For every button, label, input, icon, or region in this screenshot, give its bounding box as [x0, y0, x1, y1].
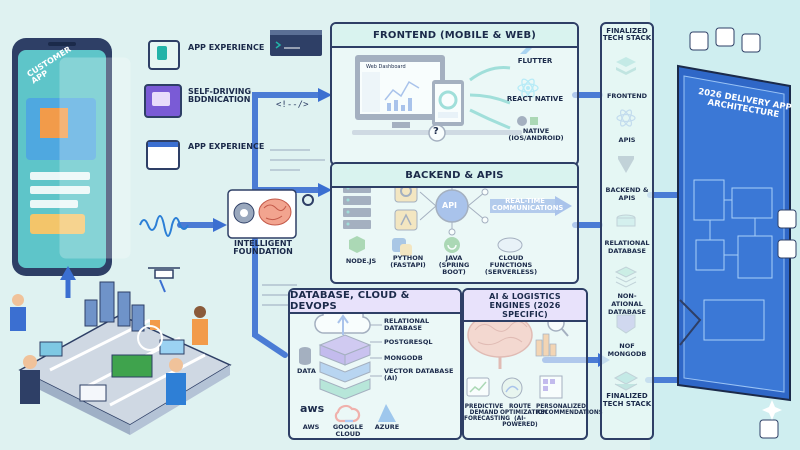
- stack-item: BACKEND & APIS: [605, 186, 649, 202]
- stack-item: NOF MONGODB: [607, 342, 647, 358]
- city-illustration: [18, 267, 232, 435]
- cloud-label: GOOGLE CLOUD: [332, 423, 364, 438]
- ai-engine-label: PREDICTIVE DEMAND FORECASTING: [464, 404, 510, 423]
- help-icon: ?: [433, 126, 439, 137]
- ai-engine-label: PERSONALIZED RECOMMENDATIONS: [536, 404, 603, 417]
- ai-engine-label: ROUTE OPTIMIZATION (AI-POWERED): [500, 404, 548, 429]
- tech-stack-panel: FINALIZED TECH STACK FRONTEND APIS BACKE…: [600, 22, 654, 440]
- stack-item: APIS: [618, 136, 636, 144]
- stack-title: FINALIZED TECH STACK: [602, 27, 652, 43]
- panel-title: DATABASE, CLOUD & DEVOPS: [290, 290, 460, 314]
- backend-tech-label: NODE.JS: [345, 257, 377, 265]
- screen-title: Web Dashboard: [366, 64, 406, 70]
- framework-label: FLUTTER: [517, 57, 553, 65]
- backend-tech-label: PYTHON (FASTAPI): [390, 254, 426, 269]
- gear-icon-small: [302, 194, 314, 206]
- arrow-to-database: [252, 237, 288, 358]
- framework-label: NATIVE (IOS/ANDROID): [508, 127, 564, 142]
- database-item: VECTOR DATABASE (AI): [384, 367, 454, 382]
- backend-tech-label: JAVA (SPRING BOOT): [438, 254, 470, 276]
- feature-label: APP EXPERIENCE: [188, 43, 265, 52]
- ai-panel: AI & LOGISTICS ENGINES (2026 SPECIFIC): [462, 288, 588, 440]
- backend-panel: BACKEND & APIS: [330, 162, 579, 284]
- panel-title: AI & LOGISTICS ENGINES (2026 SPECIFIC): [464, 290, 586, 322]
- sparkle-icon: [762, 400, 782, 420]
- blueprint-board: [677, 27, 797, 439]
- panel-title: FRONTEND (MOBILE & WEB): [332, 24, 577, 48]
- feature-label: SELF-DRIVING BDDNICATION: [188, 87, 252, 105]
- cloud-label: AWS: [302, 423, 320, 431]
- aws-logo: aws: [300, 402, 325, 415]
- realtime-label: REAL-TIME COMMUNICATIONS: [492, 197, 564, 213]
- foundation-illustration: [227, 189, 297, 239]
- arrow-to-frontend: [252, 92, 323, 213]
- sound-wave: [139, 215, 189, 237]
- data-label: DATA: [297, 367, 316, 375]
- phone-illustration: [12, 38, 131, 276]
- people-illustration: [10, 294, 208, 405]
- feature-label: APP EXPERIENCE: [188, 142, 265, 151]
- terminal-icon: [270, 30, 322, 56]
- touch-icon: [148, 40, 180, 70]
- browser-icon: [146, 140, 180, 170]
- code-tag: <!--/>: [276, 100, 309, 110]
- stack-item: FINALIZED TECH STACK: [602, 392, 652, 408]
- database-item: POSTGRESQL: [384, 338, 433, 346]
- database-item: RELATIONAL DATABASE: [384, 317, 430, 332]
- framework-label: REACT NATIVE: [506, 95, 564, 103]
- api-label: API: [442, 201, 458, 210]
- database-item: MONGODB: [384, 354, 423, 362]
- panel-title: BACKEND & APIS: [332, 164, 577, 188]
- stack-item: NON-ATIONAL DATABASE: [608, 292, 646, 316]
- foundation-label: INTELLIGENT FOUNDATION: [233, 239, 293, 257]
- stack-item: FRONTEND: [606, 92, 648, 100]
- cloud-label: AZURE: [374, 423, 400, 431]
- backend-tech-label: CLOUD FUNCTIONS (SERVERLESS): [484, 254, 538, 276]
- stack-item: RELATIONAL DATABASE: [604, 239, 650, 255]
- tap-hand-icon: [144, 84, 182, 118]
- frontend-panel: FRONTEND (MOBILE & WEB): [330, 22, 579, 166]
- database-panel: DATABASE, CLOUD & DEVOPS: [288, 288, 462, 440]
